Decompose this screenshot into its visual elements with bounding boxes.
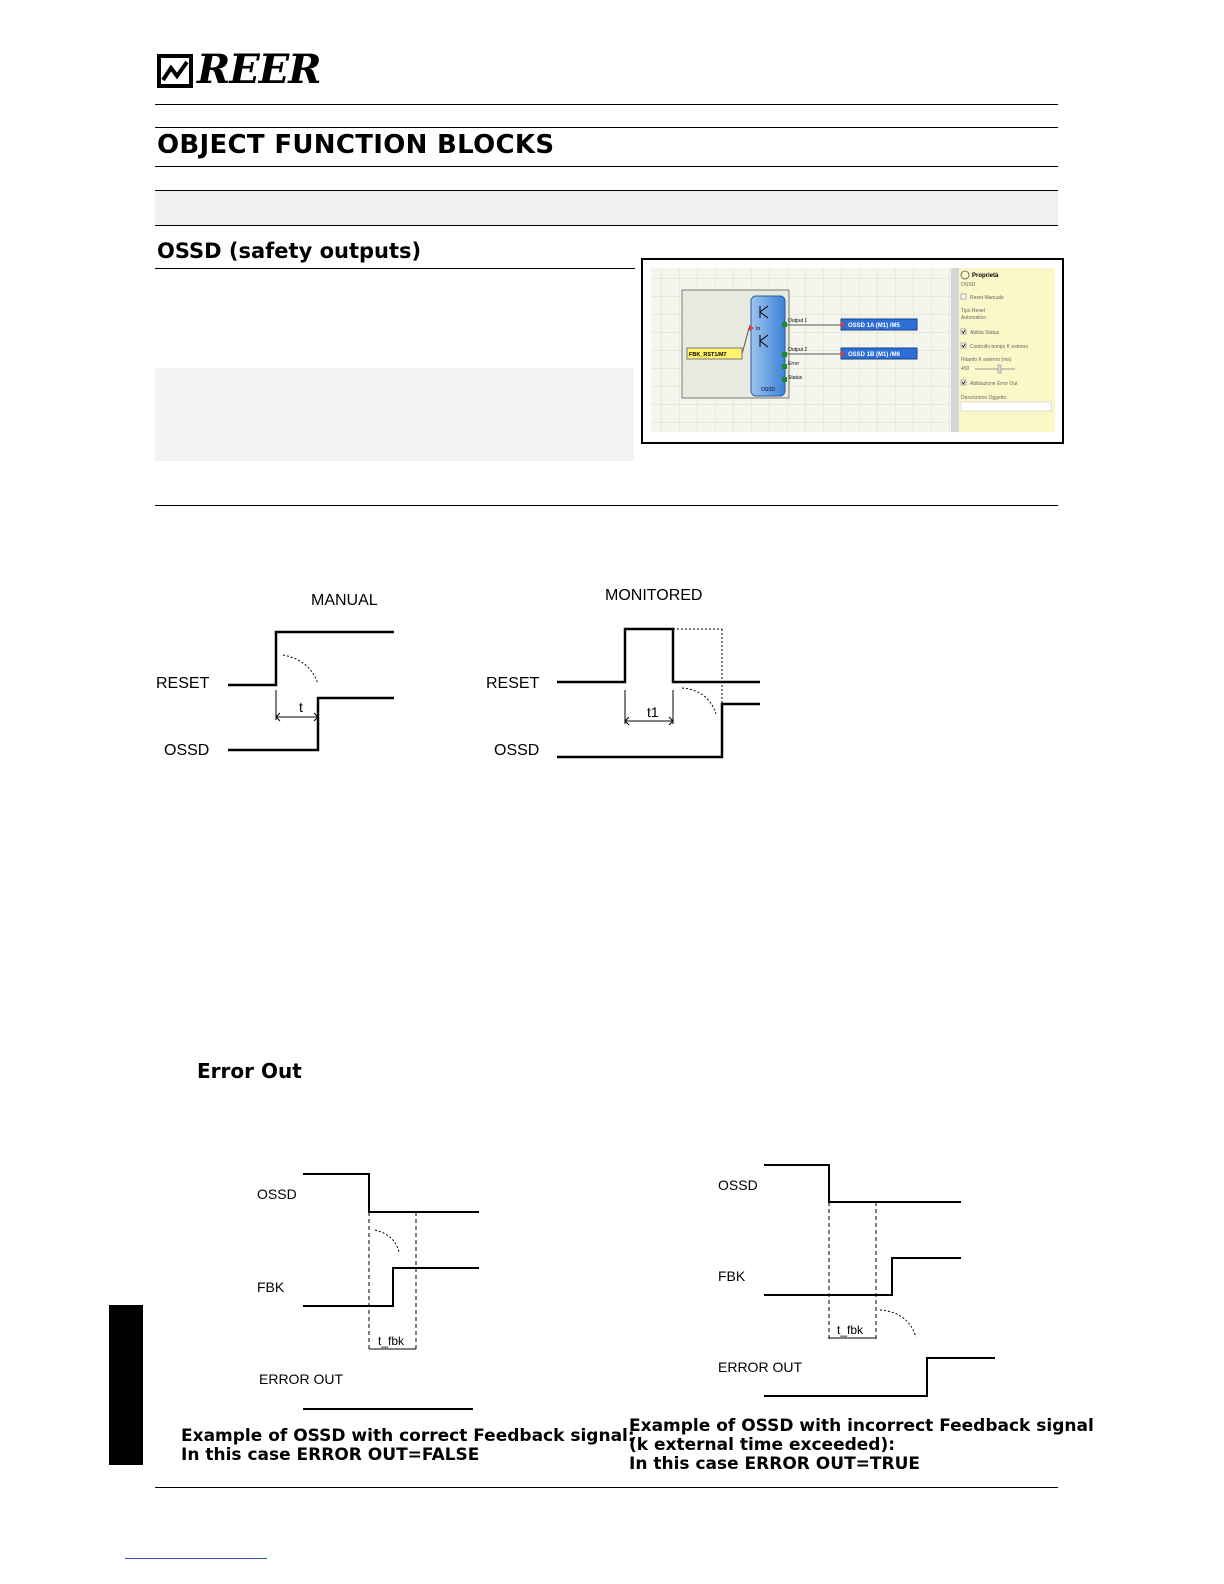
error-out-diagrams: OSSD FBK ERROR OUT t_fbk OSSD FBK ERROR …: [257, 1164, 995, 1410]
ossd-block-screenshot: OSSD In Output 1 Output 2 Error Status F…: [641, 258, 1064, 444]
manual-ossd-signal: [228, 696, 394, 752]
fbk-tag: FBK_RST1/M7: [689, 352, 727, 358]
props-title: Proprietà: [972, 273, 999, 279]
monitored-title: MONITORED: [605, 587, 702, 604]
right-error-out-label: ERROR OUT: [718, 1359, 802, 1375]
enable-status-option: Abilita Status: [970, 330, 1000, 336]
caption-left-line1: Example of OSSD with correct Feedback si…: [181, 1426, 635, 1446]
left-ossd-label: OSSD: [257, 1186, 297, 1202]
k-control-option: Controllo tempo K esterno: [970, 344, 1028, 350]
subsection-underline: [155, 268, 635, 269]
reset-type-label: Tipo Reset: [961, 308, 986, 314]
manual-reset-signal: [228, 630, 394, 687]
footer-rule: [155, 1487, 1058, 1488]
left-fbk-signal: [303, 1267, 479, 1307]
right-ossd-signal: [764, 1164, 961, 1203]
right-fbk-label: FBK: [718, 1268, 746, 1284]
monitored-reset-label: RESET: [486, 675, 540, 692]
monitored-ossd-label: OSSD: [494, 742, 539, 759]
reset-manual-option: Reset Manuale: [970, 295, 1004, 301]
monitored-ossd-signal: [557, 702, 760, 759]
reset-timing-diagram: MANUAL MONITORED RESET OSSD RESET OSSD t…: [156, 587, 760, 759]
logo-text: REER: [197, 46, 321, 93]
caption-right-line2: (k external time exceeded):: [629, 1435, 896, 1455]
subsection-title: OSSD (safety outputs): [157, 239, 422, 263]
error-out-title: Error Out: [197, 1059, 302, 1083]
right-error-out-signal: [764, 1357, 995, 1397]
logo-mark-icon: [157, 54, 193, 88]
left-fbk-label: FBK: [257, 1279, 285, 1295]
left-tfbk-label: t_fbk: [378, 1334, 405, 1348]
divider-rule: [155, 505, 1058, 506]
section-rule-top: [155, 127, 1058, 128]
output1-label: Output 1: [788, 318, 807, 324]
grey-band: [155, 190, 1058, 226]
block-name: OSSD: [761, 387, 776, 393]
left-error-out-label: ERROR OUT: [259, 1371, 343, 1387]
output2-label: Output 2: [788, 347, 807, 353]
right-tfbk-label: t_fbk: [837, 1323, 864, 1337]
manual-reset-label: RESET: [156, 675, 210, 692]
left-ossd-signal: [303, 1173, 479, 1213]
caption-correct-feedback: Example of OSSD with correct Feedback si…: [181, 1427, 635, 1465]
right-ossd-label: OSSD: [718, 1177, 758, 1193]
caption-incorrect-feedback: Example of OSSD with incorrect Feedback …: [629, 1417, 1094, 1474]
header-rule: [155, 104, 1058, 105]
t-label: t: [299, 699, 303, 715]
reer-logo: REER: [157, 46, 321, 94]
monitored-reset-signal: [557, 627, 760, 684]
manual-title: MANUAL: [311, 592, 378, 609]
status-label: Status: [788, 375, 803, 381]
caption-right-line1: Example of OSSD with incorrect Feedback …: [629, 1416, 1094, 1436]
error-out-enable-option: Abilitazione Error Out: [970, 381, 1018, 387]
grey-note-box: [155, 368, 634, 461]
object-description-label: Descrizione Oggetto: [961, 395, 1007, 401]
reset-type-value: Automatico: [961, 315, 986, 321]
k-delay-value: 450: [961, 366, 970, 372]
footer-link-underline: [125, 1558, 267, 1559]
t1-label: t1: [647, 704, 659, 720]
side-tab: [109, 1305, 143, 1465]
error-label: Error: [788, 361, 799, 367]
out2-tag: OSSD 1B (M1) /M6: [848, 352, 901, 358]
caption-left-line2: In this case ERROR OUT=FALSE: [181, 1445, 480, 1465]
manual-ossd-label: OSSD: [164, 742, 209, 759]
props-subtitle: OSSD: [961, 282, 976, 288]
out1-tag: OSSD 1A (M1) /M5: [848, 323, 900, 329]
block-input-label: In: [756, 326, 760, 332]
caption-right-line3: In this case ERROR OUT=TRUE: [629, 1454, 921, 1474]
right-fbk-signal: [764, 1257, 961, 1296]
k-delay-label: Ritardo K esterno (ms): [961, 357, 1012, 363]
section-title: OBJECT FUNCTION BLOCKS: [157, 130, 555, 160]
screenshot-canvas: OSSD In Output 1 Output 2 Error Status F…: [651, 268, 1055, 432]
section-rule-bottom: [155, 166, 1058, 167]
